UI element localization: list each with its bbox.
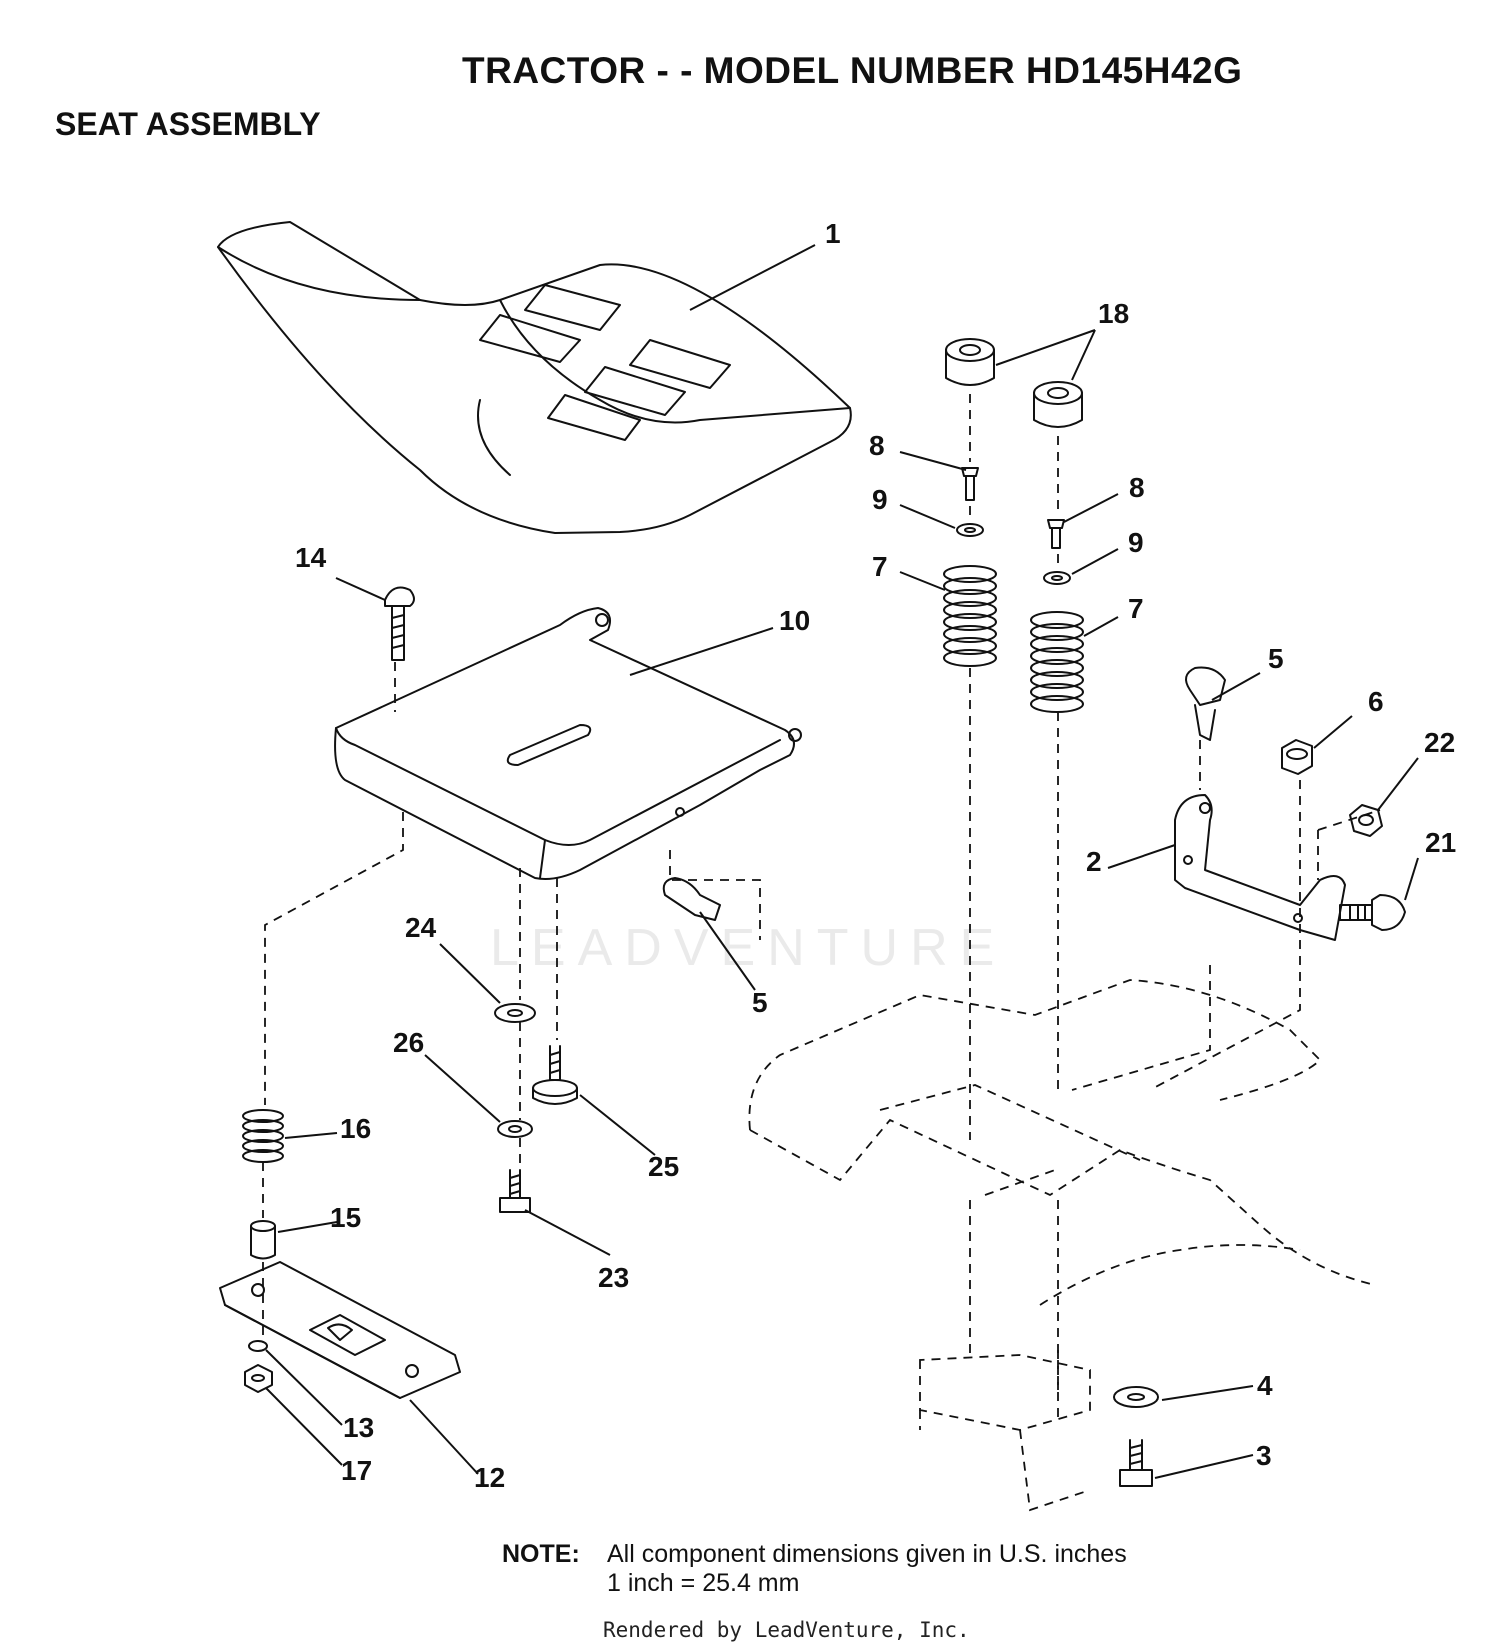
nut-part: [1281, 739, 1383, 837]
callout-5a: 5: [1268, 643, 1284, 674]
bushing-part: [250, 1220, 276, 1260]
note-label: NOTE:: [502, 1540, 580, 1568]
spacer-part: [945, 338, 1083, 428]
callout-9a: 9: [872, 484, 888, 515]
rendered-by-footer: Rendered by LeadVenture, Inc.: [603, 1618, 970, 1642]
tractor-frame-outline: [262, 394, 1381, 1512]
section-title: SEAT ASSEMBLY: [55, 106, 321, 142]
callout-9b: 9: [1128, 527, 1144, 558]
bracket-part: [1174, 794, 1346, 941]
leader-lines: [265, 244, 1419, 1479]
callout-10: 10: [779, 605, 810, 636]
callout-15: 15: [330, 1202, 361, 1233]
callout-23: 23: [598, 1262, 629, 1293]
page-title: TRACTOR - - MODEL NUMBER HD145H42G: [462, 50, 1243, 91]
callout-8b: 8: [1129, 472, 1145, 503]
flange-nut-part: [244, 1364, 273, 1393]
note-line-1: All component dimensions given in U.S. i…: [607, 1540, 1127, 1568]
seat-part: [217, 221, 852, 534]
flat-washer-part: [494, 1003, 536, 1138]
callout-6: 6: [1368, 686, 1384, 717]
callout-18: 18: [1098, 298, 1129, 329]
frame-washer-part: [1113, 1386, 1159, 1408]
adjuster-plate-part: [219, 1261, 461, 1399]
callout-12: 12: [474, 1462, 505, 1493]
frame-bolt-part: [1119, 1439, 1153, 1487]
callout-14: 14: [295, 542, 327, 573]
callout-4: 4: [1257, 1370, 1273, 1401]
callout-8a: 8: [869, 430, 885, 461]
washer-part: [956, 523, 1071, 585]
screw-bolt-part: [499, 1169, 531, 1213]
callout-26: 26: [393, 1027, 424, 1058]
hex-bolt-part: [532, 1045, 578, 1105]
watermark-logo: LEADVENTURE: [490, 919, 1007, 977]
clip-part: [662, 666, 1226, 921]
screw-part: [961, 467, 1065, 549]
note-line-2: 1 inch = 25.4 mm: [607, 1569, 800, 1597]
callout-7b: 7: [1128, 593, 1144, 624]
callout-7a: 7: [872, 551, 888, 582]
callout-1: 1: [825, 218, 841, 249]
small-spring-part: [242, 1109, 284, 1163]
dimension-note: NOTE: All component dimensions given in U…: [502, 1540, 1127, 1598]
callout-21: 21: [1425, 827, 1456, 858]
seat-pan-part: [334, 607, 802, 880]
callout-24: 24: [405, 912, 437, 943]
callout-17: 17: [341, 1455, 372, 1486]
callout-13: 13: [343, 1412, 374, 1443]
callout-5b: 5: [752, 987, 768, 1018]
callout-16: 16: [340, 1113, 371, 1144]
callout-3: 3: [1256, 1440, 1272, 1471]
callout-25: 25: [648, 1151, 679, 1182]
carriage-bolt-part: [384, 586, 415, 661]
callout-labels: 1 18 8 8 9 9 7 7 14 10 5 6 22 2 21 5 24 …: [295, 218, 1456, 1493]
shoulder-bolt-part: [1339, 894, 1406, 931]
spring-part: [943, 565, 1084, 713]
callout-2: 2: [1086, 846, 1102, 877]
lock-washer-part: [248, 1340, 268, 1352]
callout-22: 22: [1424, 727, 1455, 758]
